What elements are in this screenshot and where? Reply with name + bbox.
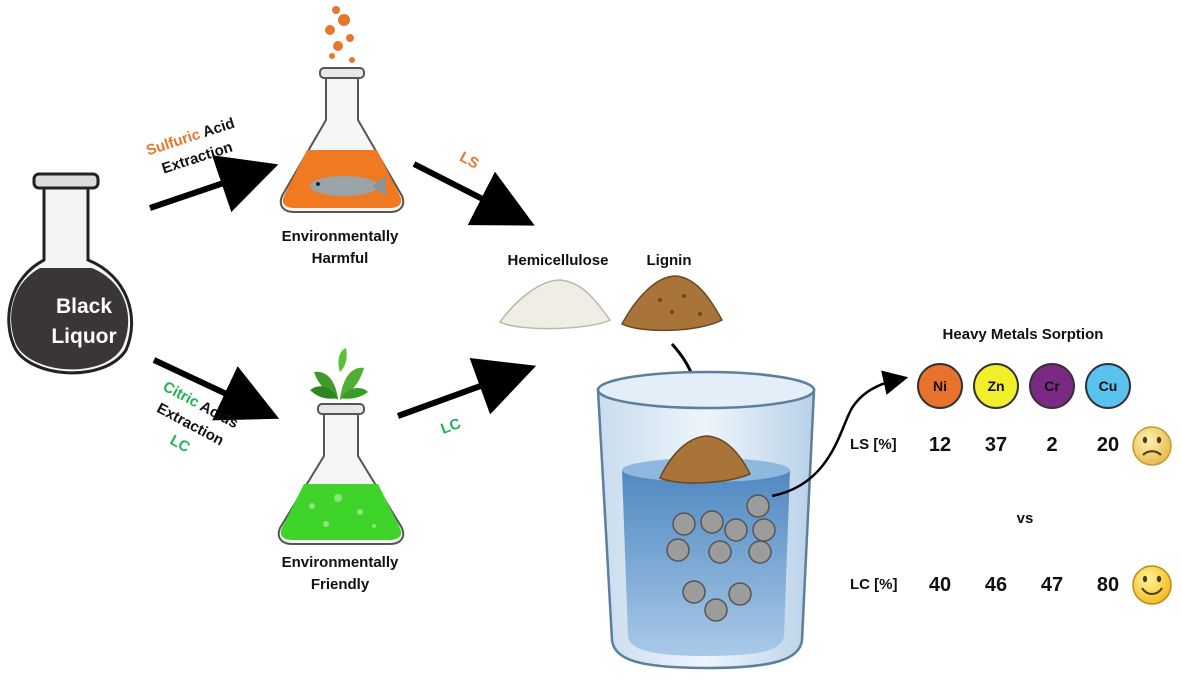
metal-badge-ni (917, 363, 963, 409)
smiley-face-icon (1132, 565, 1172, 605)
metal-symbol-cr: Cr (1044, 378, 1060, 394)
metal-badge-cr (1029, 363, 1075, 409)
harmful-label: Environmentally Harmful (268, 226, 412, 270)
ls-value-cu: 20 (1096, 434, 1120, 456)
friendly-label: Environmentally Friendly (268, 552, 412, 596)
hemicellulose-powder (498, 279, 612, 330)
lc-value-cu: 80 (1096, 574, 1120, 596)
harmful-line2: Harmful (311, 250, 369, 267)
metal-symbol-ni: Ni (933, 378, 947, 394)
arrow-beaker-to-sorption (771, 370, 909, 498)
lc-value-cr: 47 (1040, 574, 1064, 596)
friendly-line1: Environmentally (281, 554, 399, 571)
sorption-title: Heavy Metals Sorption (942, 326, 1104, 343)
friendly-line2: Friendly (310, 576, 370, 593)
harmful-line1: Environmentally (281, 228, 399, 245)
ls-value-ni: 12 (928, 434, 952, 456)
lc-value-zn: 46 (984, 574, 1008, 596)
metal-badge-zn (973, 363, 1019, 409)
ls-value-zn: 37 (984, 434, 1008, 456)
black-liquor-line1: Black (55, 295, 113, 318)
metal-badge-cu (1085, 363, 1131, 409)
lc-value-ni: 40 (928, 574, 952, 596)
metal-symbol-zn: Zn (987, 378, 1005, 394)
metal-badges (917, 363, 1131, 409)
black-liquor-flask (7, 172, 134, 375)
lc-row-label: LC [%] (850, 576, 898, 593)
hemicellulose-label: Hemicellulose (507, 252, 609, 269)
arrow-lc-to-powders (396, 358, 537, 419)
beaker (596, 370, 816, 670)
lignin-label: Lignin (646, 252, 692, 269)
sulfuric-acid-flask (279, 6, 405, 213)
arrow-ls-to-powders (412, 161, 535, 226)
lignin-powder (620, 275, 724, 332)
citric-acid-flask (277, 348, 405, 545)
black-liquor-line2: Liquor (51, 325, 117, 348)
ls-value-cr: 2 (1046, 434, 1058, 456)
sad-face-icon (1132, 426, 1172, 466)
ls-row-label: LS [%] (850, 436, 897, 453)
arrow-to-sulfuric (149, 155, 279, 213)
vs-label: vs (1016, 510, 1034, 527)
black-liquor-label: Black Liquor (38, 292, 130, 352)
metal-symbol-cu: Cu (1098, 378, 1118, 394)
arrow-to-citric (152, 357, 280, 421)
